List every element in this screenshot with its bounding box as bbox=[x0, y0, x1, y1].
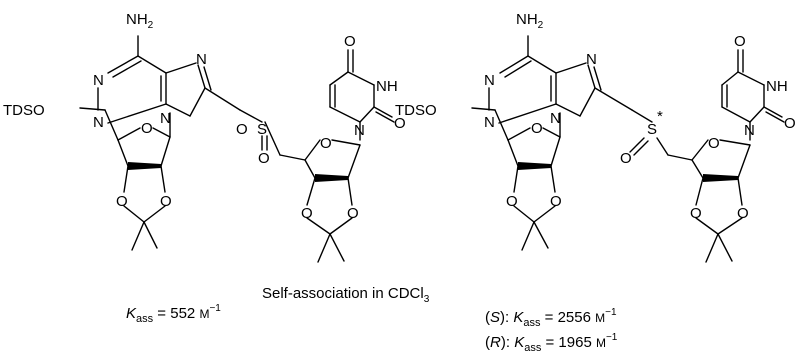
sugar-ring-left-2 bbox=[471, 107, 561, 251]
left-acetonide-o3-label: O bbox=[301, 205, 313, 222]
right-tdso-label: TDSO bbox=[395, 102, 437, 119]
sugar-ring-left bbox=[79, 107, 171, 251]
right-uracil-c4-o-label: O bbox=[734, 33, 746, 50]
adenine-ring bbox=[97, 35, 241, 124]
left-n1-label: N bbox=[93, 72, 104, 89]
right-atom-labels: NH2 N N N N TDSO O O O S * O O O O O NH … bbox=[395, 11, 796, 222]
sugar-ring-right-2 bbox=[667, 139, 751, 263]
left-uracil-n1-label: N bbox=[354, 122, 365, 139]
uracil-ring-2 bbox=[721, 49, 785, 141]
left-acetonide-o2-label: O bbox=[160, 193, 172, 210]
left-nh2-label: NH2 bbox=[126, 11, 154, 31]
left-acetonide-o4-label: O bbox=[347, 205, 359, 222]
right-acetonide-o3-label: O bbox=[690, 205, 702, 222]
right-stereo-star-label: * bbox=[657, 108, 663, 125]
sulfone-dinucleoside-structure bbox=[79, 35, 395, 263]
right-s-kass-caption: (S): Kass = 2556 M−1 bbox=[485, 307, 617, 329]
right-acetonide-o4-label: O bbox=[737, 205, 749, 222]
sulfoxide-dinucleoside-structure bbox=[471, 35, 785, 263]
right-sulfoxide-o-label: O bbox=[620, 150, 632, 167]
left-ring-o-label: O bbox=[141, 120, 153, 137]
right-acetonide-o1-label: O bbox=[506, 193, 518, 210]
sugar-ring-right bbox=[279, 139, 361, 263]
adenine-ring-2 bbox=[488, 35, 633, 124]
left-kass-caption: Kass = 552 M−1 bbox=[126, 303, 221, 325]
left-tdso-label: TDSO bbox=[3, 102, 45, 119]
left-ring-o2-label: O bbox=[320, 135, 332, 152]
right-n3-label: N bbox=[484, 114, 495, 131]
right-nh2-label: NH2 bbox=[516, 11, 544, 31]
sulfonylmethyl-linker bbox=[239, 109, 281, 156]
right-uracil-nh-label: NH bbox=[766, 78, 788, 95]
right-uracil-n1-label: N bbox=[744, 122, 755, 139]
right-ring-o2-label: O bbox=[708, 135, 720, 152]
left-uracil-nh-label: NH bbox=[376, 78, 398, 95]
left-uracil-c2-o-label: O bbox=[394, 115, 406, 132]
right-uracil-c2-o-label: O bbox=[784, 115, 796, 132]
right-sulfur-label: S bbox=[647, 121, 657, 138]
right-n9-label: N bbox=[550, 110, 561, 127]
left-n3-label: N bbox=[93, 114, 104, 131]
left-sulfur-label: S bbox=[257, 121, 267, 138]
left-atom-labels: NH2 N N N N TDSO O O O S O O O O O O NH … bbox=[3, 11, 406, 222]
center-caption: Self-association in CDCl3 bbox=[262, 285, 430, 305]
left-sulfone-o1-label: O bbox=[236, 121, 248, 138]
left-n7-label: N bbox=[196, 51, 207, 68]
right-ring-o-label: O bbox=[531, 120, 543, 137]
left-acetonide-o1-label: O bbox=[116, 193, 128, 210]
right-acetonide-o2-label: O bbox=[550, 193, 562, 210]
right-n1-label: N bbox=[484, 72, 495, 89]
uracil-ring bbox=[329, 49, 395, 141]
left-sulfone-o2-label: O bbox=[258, 150, 270, 167]
left-n9-label: N bbox=[160, 110, 171, 127]
right-r-kass-caption: (R): Kass = 1965 M−1 bbox=[485, 332, 618, 354]
sulfinylmethyl-linker bbox=[629, 109, 669, 156]
left-uracil-c4-o-label: O bbox=[344, 33, 356, 50]
right-n7-label: N bbox=[586, 51, 597, 68]
